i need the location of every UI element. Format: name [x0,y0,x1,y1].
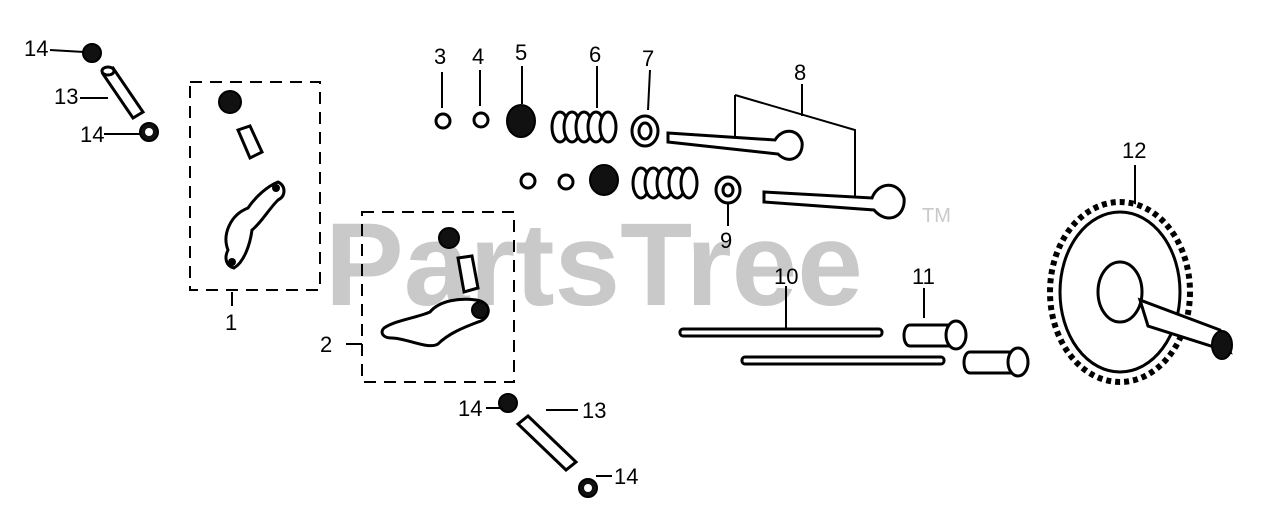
callout-3: 3 [434,44,446,69]
callout-14-bottom: 14 [614,464,638,489]
rocker-arm-assembly-1 [189,81,321,306]
callout-14-mid-left: 14 [80,122,104,147]
callout-7: 7 [642,46,654,71]
camshaft-gear [1047,165,1233,385]
valve-spring-upper [550,110,618,144]
callout-13-top-left: 13 [54,84,78,109]
callout-5: 5 [515,40,527,65]
callout-2: 2 [320,332,332,357]
tappets [902,288,1030,378]
callout-1: 1 [225,310,237,335]
callout-11: 11 [912,264,935,289]
valve-train-lower [519,164,742,226]
callout-14-lower-left: 14 [458,396,482,421]
tappet-1 [902,319,968,351]
rocker-arm-assembly-2 [346,211,515,383]
callout-4: 4 [472,44,484,69]
rocker-pin-bottom-group [486,393,612,498]
callout-6: 6 [589,42,601,67]
valves [666,84,906,220]
valve-train-upper [434,66,660,148]
exhaust-valve [762,183,906,220]
callout-10: 10 [774,264,798,289]
valve-spring-lower [631,166,699,200]
callout-9: 9 [720,228,732,253]
push-rod-2 [740,355,946,366]
push-rods [678,286,946,366]
push-rod-1 [678,327,884,338]
callout-8: 8 [794,60,806,85]
rocker-pin-bottom [515,414,579,472]
watermark-trademark: TM [922,205,951,227]
callout-13-lower: 13 [582,398,606,423]
rocker-pin-top-group [49,43,159,142]
intake-valve [666,129,804,161]
watermark-text: PartsTree [325,199,863,331]
tappet-2 [962,346,1030,378]
rocker-pin-top [100,65,146,121]
callout-14-top-left: 14 [24,36,48,61]
callout-12: 12 [1122,138,1146,163]
